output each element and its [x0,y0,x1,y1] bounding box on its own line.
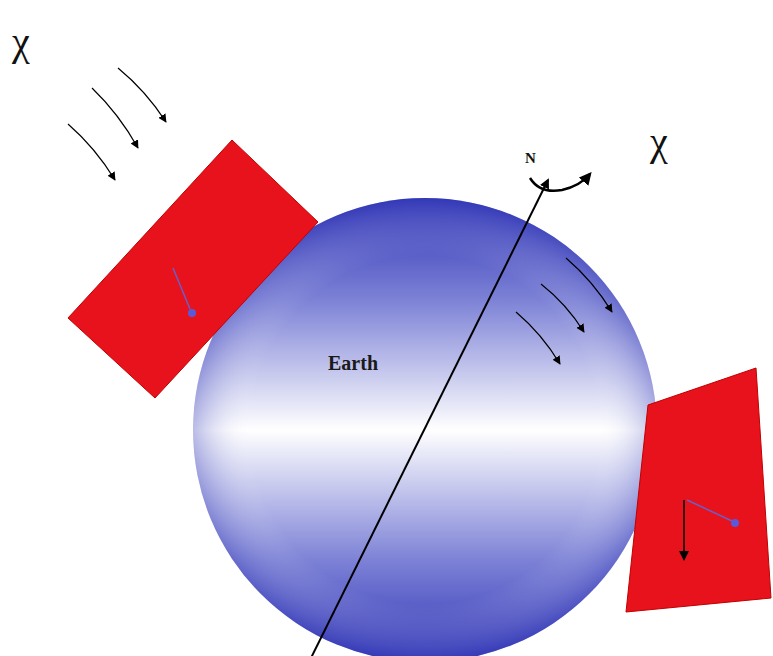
particle-arrow [68,124,115,180]
pole-label: N [525,150,536,167]
recoil-dot [731,519,739,527]
particle-symbol: χ [12,18,30,65]
particle-arrow [541,284,584,332]
rotation-arrow [530,174,590,191]
earth-globe: Earth [195,200,655,656]
particle-arrow [566,258,612,312]
recoil-dot [188,309,196,317]
particle-arrow [516,312,560,364]
recoil-track [687,500,732,521]
particle-symbol: χ [650,118,668,165]
rotation-axis [310,180,548,656]
planet-name: Earth [328,352,378,375]
particle-arrow [118,68,166,122]
recoil-track [173,268,190,309]
detector-box [68,140,318,398]
detector-box [626,368,771,612]
particle-arrow [92,88,138,148]
direction-arrow [683,500,685,560]
earth-illustration [195,200,655,656]
